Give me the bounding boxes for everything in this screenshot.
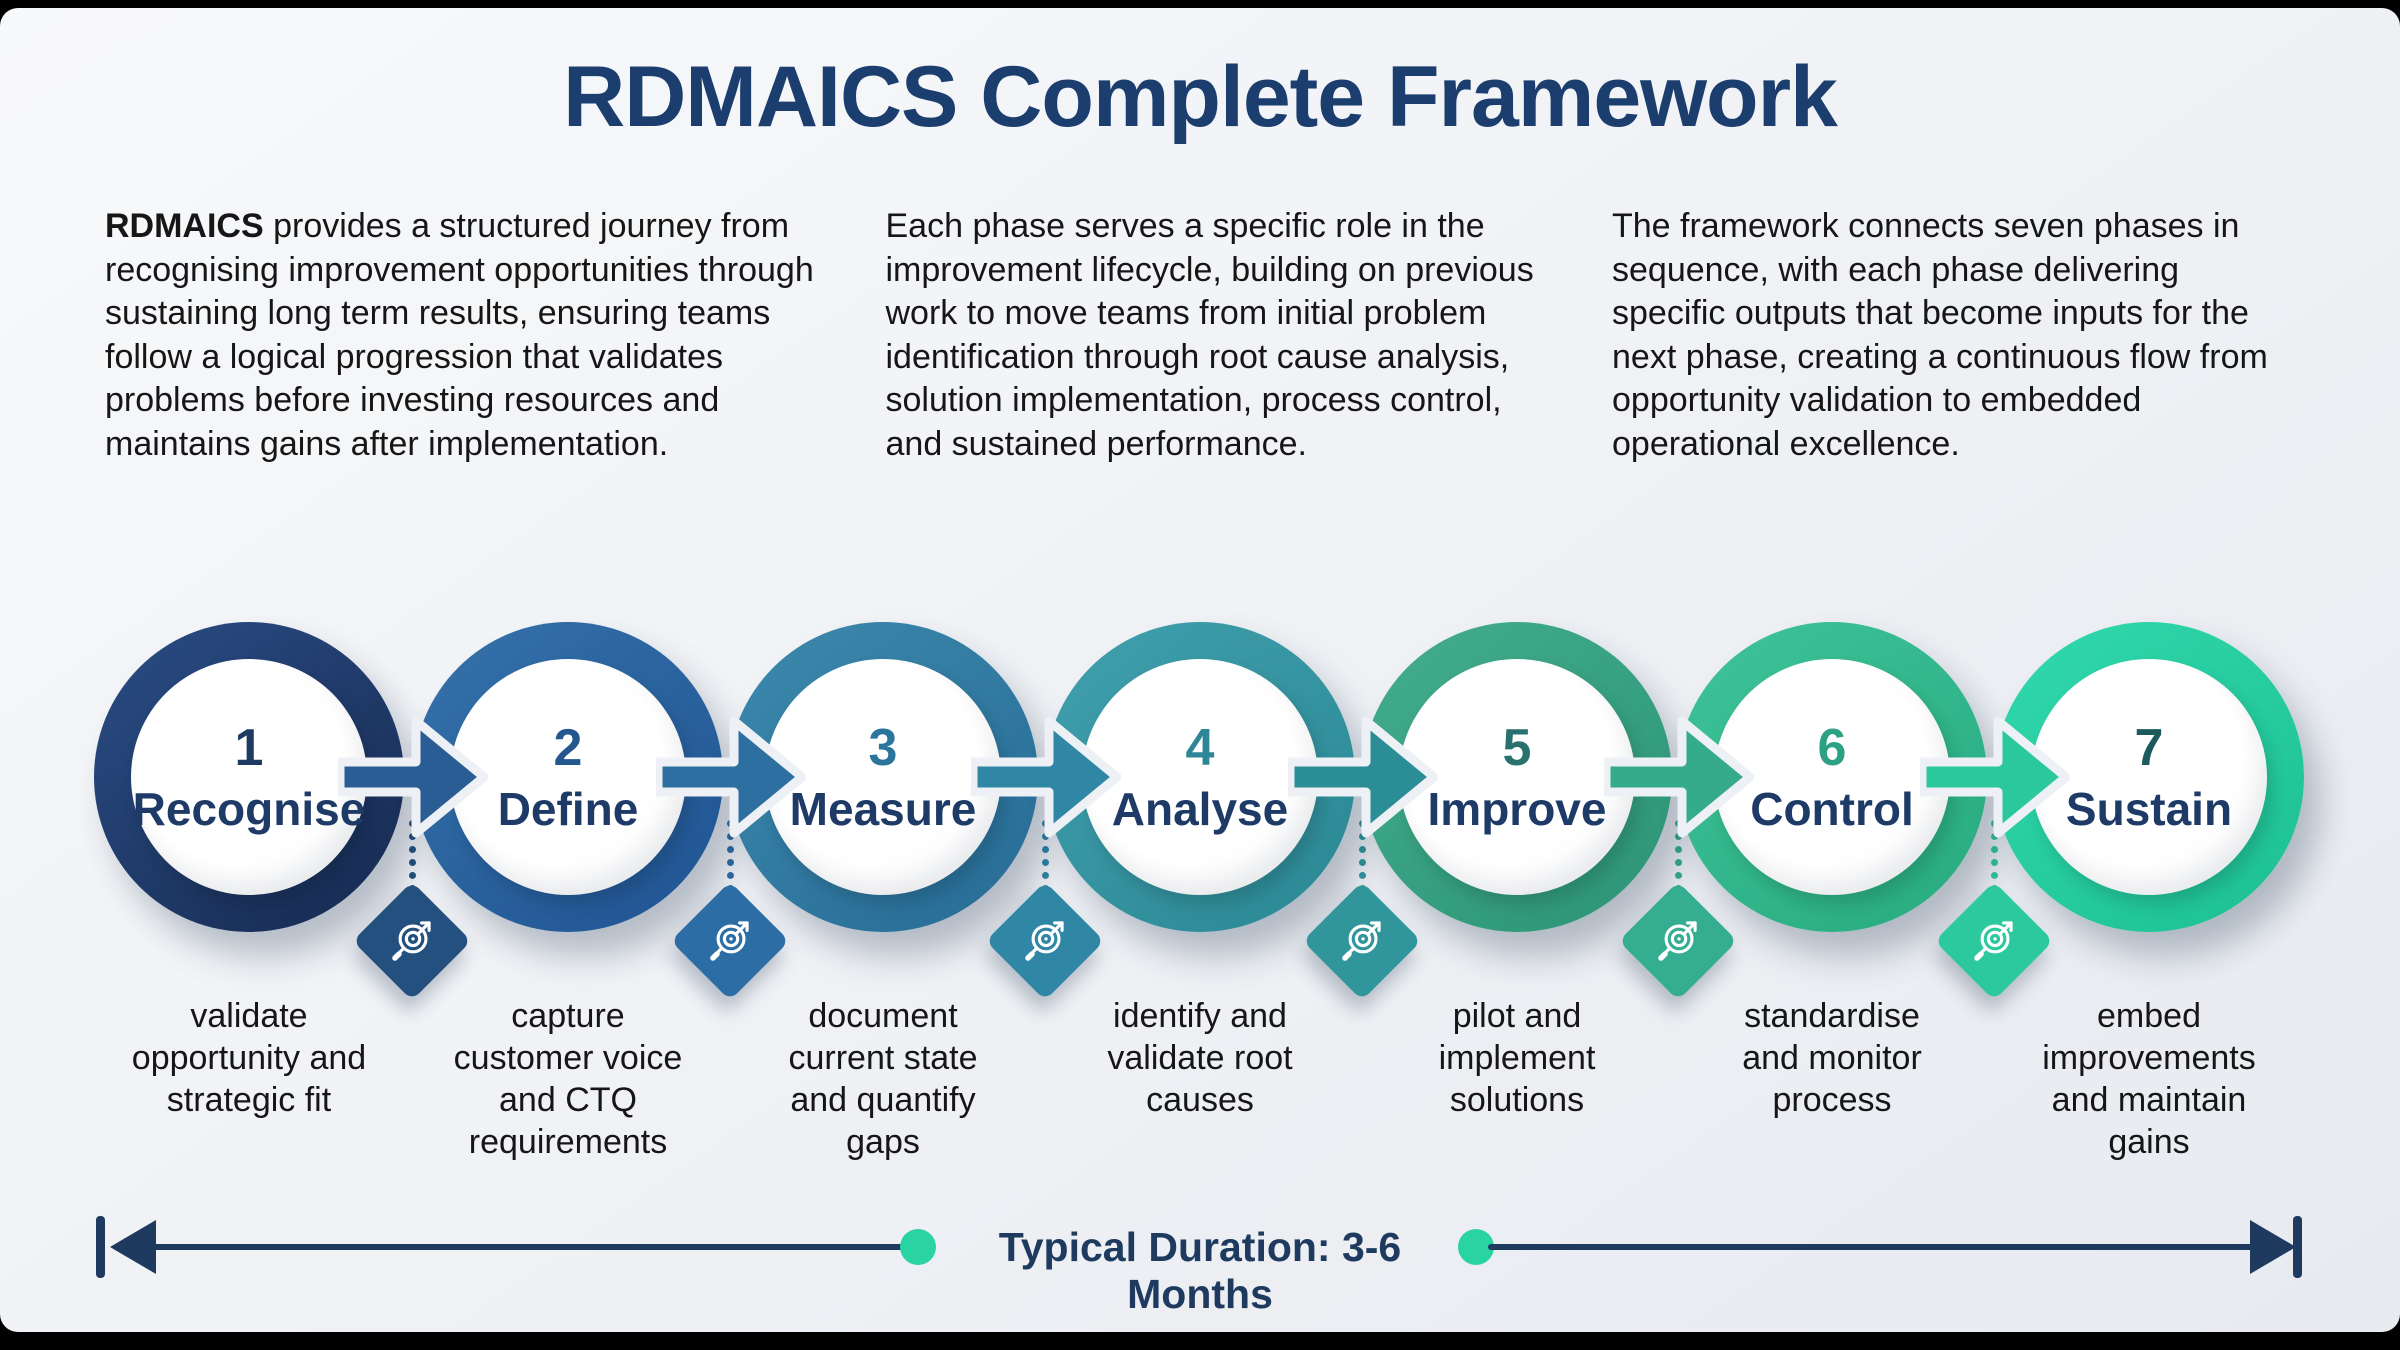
dotted-connector: [1042, 820, 1049, 892]
phase-5-face: 5 Improve: [1399, 659, 1635, 895]
dotted-connector: [1991, 820, 1998, 892]
phase-description: standardise and monitor process: [1742, 997, 1922, 1120]
dotted-connector: [409, 820, 416, 892]
arrow-right-icon: [656, 716, 806, 838]
phase-label: Analyse: [1111, 783, 1289, 835]
target-magnifier-icon: [1974, 921, 2013, 961]
intro-paragraph-1: RDMAICS provides a structured journey fr…: [105, 205, 817, 466]
dotted-connector: [1359, 820, 1366, 892]
phase-2-face: 2 Define: [450, 659, 686, 895]
timeline-end-arrow-icon: [2250, 1220, 2296, 1274]
phase-label: Recognise: [132, 783, 366, 835]
phase-1-circle: 1 Recognise: [94, 622, 404, 932]
phase-7-face: 7 Sustain: [2031, 659, 2267, 895]
target-magnifier-icon: [1025, 921, 1064, 961]
phase-number: 6: [1817, 719, 1847, 777]
arrow-right-icon: [971, 716, 1121, 838]
target-magnifier-icon: [1658, 921, 1697, 961]
timeline-end-bar: [2293, 1216, 2302, 1278]
phase-number: 5: [1502, 719, 1532, 777]
timeline-dot-left: [900, 1229, 936, 1265]
intro-paragraph-3: The framework connects seven phases in s…: [1612, 207, 2268, 463]
intro-paragraph-1-text: provides a structured journey from recog…: [105, 207, 814, 463]
phase-description: identify and validate root causes: [1107, 997, 1293, 1120]
phase-label: Sustain: [2065, 783, 2233, 835]
phase-description: validate opportunity and strategic fit: [131, 997, 367, 1120]
phase-number: 2: [553, 719, 583, 777]
dotted-connector: [1675, 820, 1682, 892]
infographic-slide: RDMAICS Complete Framework RDMAICS provi…: [0, 8, 2400, 1332]
phase-number: 3: [868, 719, 898, 777]
phase-number: 4: [1185, 719, 1215, 777]
timeline-line-right: [1488, 1244, 2254, 1250]
milestone-diamond: [670, 881, 790, 1001]
target-magnifier-icon: [392, 921, 431, 961]
phase-number: 1: [234, 719, 264, 777]
page-title: RDMAICS Complete Framework: [563, 49, 1838, 145]
duration-label: Typical Duration: 3-6 Months: [998, 1224, 1402, 1317]
timeline-start-arrow-icon: [110, 1220, 156, 1274]
arrow-right-icon: [1288, 716, 1438, 838]
milestone-diamond: [1618, 881, 1738, 1001]
milestone-diamond: [985, 881, 1105, 1001]
timeline-start-bar: [96, 1216, 105, 1278]
arrow-right-icon: [1604, 716, 1754, 838]
target-magnifier-icon: [710, 921, 749, 961]
phase-description: capture customer voice and CTQ requireme…: [453, 997, 683, 1162]
phase-description: embed improvements and maintain gains: [2042, 997, 2256, 1162]
intro-lead-word: RDMAICS: [105, 207, 264, 245]
intro-section: RDMAICS provides a structured journey fr…: [0, 205, 2400, 466]
phase-description: document current state and quantify gaps: [788, 997, 978, 1162]
milestone-diamond: [352, 881, 472, 1001]
milestone-diamond: [1302, 881, 1422, 1001]
phase-number: 7: [2134, 719, 2164, 777]
phase-description: pilot and implement solutions: [1438, 997, 1596, 1120]
phase-1-face: 1 Recognise: [131, 659, 367, 895]
phase-label: Improve: [1427, 783, 1607, 835]
target-magnifier-icon: [1342, 921, 1381, 961]
phase-label: Measure: [789, 783, 977, 835]
timeline-line-left: [150, 1244, 910, 1250]
intro-paragraph-2: Each phase serves a specific role in the…: [885, 207, 1534, 463]
milestone-diamond: [1934, 881, 2054, 1001]
phase-label: Control: [1750, 783, 1914, 835]
phase-4-face: 4 Analyse: [1082, 659, 1318, 895]
arrow-right-icon: [338, 716, 488, 838]
phases-diagram: 1 Recognise 2 Define 3 Measure 4 Analyse: [0, 8, 2400, 1332]
phase-label: Define: [497, 783, 639, 835]
arrow-right-icon: [1920, 716, 2070, 838]
dotted-connector: [727, 820, 734, 892]
phase-4-circle: 4 Analyse: [1045, 622, 1355, 932]
